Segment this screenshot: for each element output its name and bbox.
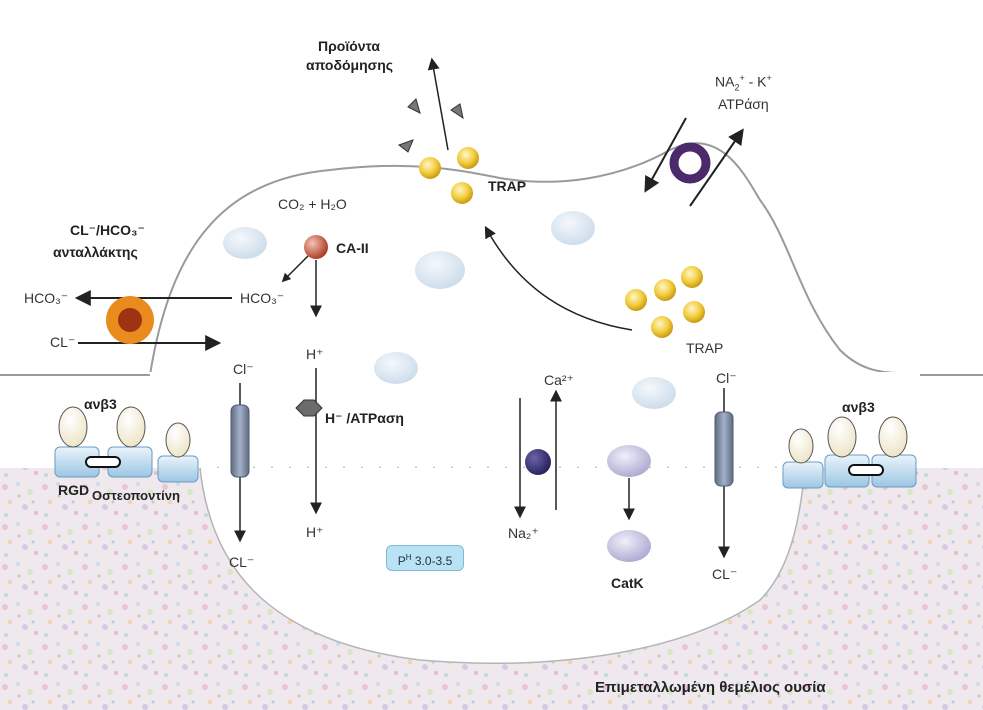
h-atpase-hexagon xyxy=(295,399,323,417)
integrin-base xyxy=(157,455,199,483)
na-k-atpase-label: NA2+ - K+ xyxy=(715,73,772,93)
cathepsin-k-secreted xyxy=(607,530,651,562)
cl-label-bottom-left: CL⁻ xyxy=(229,554,255,570)
cl-channel-left xyxy=(230,404,250,478)
na-ca-exchanger xyxy=(525,449,551,475)
trap-granule xyxy=(654,279,676,301)
cl-label-top-right: Cl⁻ xyxy=(716,370,737,386)
osteopontin-label: Οστεοποντίνη xyxy=(92,488,180,503)
cl-label-left: CL⁻ xyxy=(50,334,76,350)
co2-h2o-label: CO₂ + H₂O xyxy=(278,196,347,212)
integrin-base xyxy=(782,461,824,489)
vesicle xyxy=(223,227,267,259)
trap-granule xyxy=(457,147,479,169)
cathepsin-k-vesicle xyxy=(607,445,651,477)
trap-transport-arrow xyxy=(484,225,633,331)
rgd-label: RGD xyxy=(58,482,90,498)
degradation-arrow xyxy=(427,57,449,151)
na-k-atpase-arrow-out xyxy=(689,128,744,207)
na2-plus-label: Na₂⁺ xyxy=(508,525,539,541)
integrin-head xyxy=(58,406,88,448)
trap-label-top: TRAP xyxy=(488,178,527,194)
trap-label-right: TRAP xyxy=(686,340,724,356)
trap-granule xyxy=(683,301,705,323)
avb3-label-left: ανβ3 xyxy=(84,396,117,412)
na-k-atpase-ring xyxy=(669,142,711,184)
rgd-osteopontin-link xyxy=(85,456,121,468)
ca-2plus-label: Ca²⁺ xyxy=(544,372,574,388)
avb3-label-right: ανβ3 xyxy=(842,399,875,415)
vesicle xyxy=(632,377,676,409)
hco3-label-center: HCO₃⁻ xyxy=(240,290,285,306)
exchanger-label-line1: CL⁻/HCO₃⁻ xyxy=(70,222,145,238)
cl-label-bottom-right: CL⁻ xyxy=(712,566,738,582)
resorption-lacuna xyxy=(199,467,806,664)
trap-granule xyxy=(419,157,441,179)
vesicle xyxy=(374,352,418,384)
integrin-head xyxy=(827,416,857,458)
trap-granule xyxy=(681,266,703,288)
catk-label: CatK xyxy=(611,575,644,591)
integrin-head xyxy=(116,406,146,448)
na-k-atpase-label-line2: ATPάση xyxy=(718,96,769,112)
mineralized-matrix-label: Επιμεταλλωμένη θεμέλιος ουσία xyxy=(595,679,826,696)
rgd-osteopontin-link xyxy=(848,464,884,476)
h-plus-top-label: H⁺ xyxy=(306,346,324,362)
cl-channel-right xyxy=(714,411,734,487)
products-label-line2: αποδόμησης xyxy=(306,57,394,73)
products-label-line1: Προϊόντα xyxy=(318,38,381,54)
carbonic-anhydrase-sphere xyxy=(304,235,328,259)
bone-matrix xyxy=(0,468,983,710)
cl-label-top-left: Cl⁻ xyxy=(233,361,254,377)
h-atpase-label: H⁻ /ATPαση xyxy=(325,410,404,426)
vesicle xyxy=(551,211,595,245)
osteoclast-cell-body xyxy=(0,142,983,411)
degradation-product-icon xyxy=(450,103,464,120)
ca-ii-label: CA-II xyxy=(336,240,369,256)
trap-granule xyxy=(651,316,673,338)
integrin-head xyxy=(165,422,191,458)
ph-badge: PH 3.0-3.5 xyxy=(386,545,464,571)
h-plus-bottom-label: H⁺ xyxy=(306,524,324,540)
trap-granule xyxy=(451,182,473,204)
na-k-atpase-arrow-in xyxy=(644,117,687,193)
degradation-product-icon xyxy=(397,139,414,153)
trap-granule xyxy=(625,289,647,311)
cl-hco3-exchanger-core xyxy=(118,308,142,332)
degradation-product-icon xyxy=(407,98,421,114)
hco3-label-left: HCO₃⁻ xyxy=(24,290,69,306)
integrin-head xyxy=(788,428,814,464)
ca-ii-to-hco3-arrow xyxy=(281,255,309,283)
vesicle xyxy=(415,251,465,289)
exchanger-label-line2: ανταλλάκτης xyxy=(53,244,138,260)
integrin-head xyxy=(878,416,908,458)
